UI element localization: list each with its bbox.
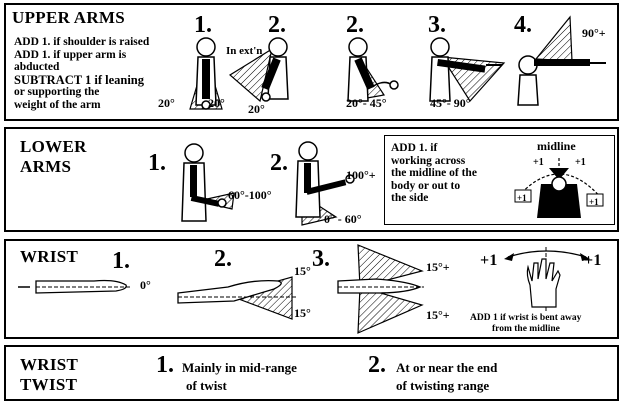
wrist-twist-score-1: 1. (156, 352, 174, 378)
wrist-twist-desc-2-line2: of twisting range (396, 378, 490, 393)
upper-arms-score-4: 4. (514, 12, 532, 38)
midline-plus-left: +1 (533, 157, 544, 168)
wrist-angle-1: 0° (140, 278, 151, 292)
wrist-angle-3b: 15°+ (426, 308, 450, 322)
lower-arms-note-line1: ADD 1. if (391, 142, 438, 154)
lower-arm-extended-figure (295, 141, 355, 226)
wrist-twist-desc-1: Mainly in mid-range of twist (182, 359, 297, 395)
upper-arms-score-3: 3. (428, 12, 446, 38)
wrist-deviation-figure (504, 247, 590, 313)
lower-arms-title-line2: ARMS (20, 157, 72, 176)
wrist-note-line1: ADD 1 if wrist is bent away (470, 313, 582, 323)
lower-arm-angle-1: 60°-100° (228, 188, 272, 202)
wrist-twist-score-2: 2. (368, 352, 386, 378)
upper-arms-note-line5: or supporting the (14, 86, 100, 98)
lower-arm-neutral-figure (181, 143, 235, 222)
lower-arms-note-line2: working across (391, 154, 466, 167)
upper-arm-overhead-figure (517, 15, 606, 106)
lower-arms-note-box: ADD 1. if working across the midline of … (384, 135, 615, 225)
wrist-angle-2b: 15° (294, 306, 311, 320)
upper-arm-angle-2b: 20°- 45° (346, 96, 387, 110)
upper-arms-title: UPPER ARMS (12, 8, 126, 27)
wrist-angle-3a: 15°+ (426, 260, 450, 274)
upper-arms-note-line2: ADD 1. if upper arm is (14, 48, 127, 61)
lower-arm-angle-2b: 0° - 60° (324, 212, 362, 226)
lower-arm-angle-2a: 100°+ (346, 168, 376, 182)
upper-arm-raised-figure (429, 37, 506, 102)
wrist-score-2: 2. (214, 246, 232, 272)
lower-arms-title-line1: LOWER (20, 137, 87, 156)
upper-arm-neutral-figure (189, 37, 223, 110)
upper-arms-score-2b: 2. (346, 12, 364, 38)
midline-label: midline (537, 139, 576, 153)
wrist-twist-title-line1: WRIST (20, 355, 79, 374)
wrist-score-1: 1. (112, 248, 130, 274)
wrist-plus-left: +1 (480, 252, 498, 269)
wrist-15-figure (177, 276, 298, 320)
wrist-title: WRIST (20, 247, 79, 266)
upper-arm-angle-4: 90°+ (582, 26, 606, 40)
lower-arms-score-1: 1. (148, 150, 166, 176)
wrist-plus-right: +1 (584, 252, 602, 269)
upper-arms-note-line6: weight of the arm (14, 98, 101, 111)
upper-arms-panel: UPPER ARMS ADD 1. if shoulder is raised … (4, 3, 619, 121)
wrist-twist-panel: WRIST TWIST 1. Mainly in mid-range of tw… (4, 345, 619, 401)
upper-arm-angle-1a: 20° (158, 96, 175, 110)
wrist-twist-desc-2: At or near the end of twisting range (396, 359, 497, 395)
midline-plus-right: +1 (575, 157, 586, 168)
wrist-note: ADD 1 if wrist is bent away from the mid… (470, 313, 618, 335)
upper-arm-angle-1b: 20° (208, 96, 225, 110)
wrist-15-plus-figure (337, 244, 424, 334)
upper-arms-note-line4: SUBTRACT 1 if leaning (14, 72, 145, 87)
wrist-note-line2: from the midline (492, 324, 560, 334)
upper-arms-note-line1: ADD 1. if shoulder is raised (14, 36, 150, 48)
lower-arms-panel: LOWER ARMS 1. 2. 60°-100° 100°+ 0° - 60°… (4, 127, 619, 232)
wrist-twist-desc-2-line1: At or near the end (396, 360, 498, 375)
lower-arms-note: ADD 1. if working across the midline of … (391, 142, 511, 205)
upper-arms-note: ADD 1. if shoulder is raised ADD 1. if u… (14, 36, 194, 111)
wrist-panel: WRIST 1. 2. 3. 0° 15° 15° 15°+ 15°+ +1 +… (4, 239, 619, 339)
wrist-twist-desc-1-line2: of twist (186, 378, 227, 393)
wrist-neutral-figure (18, 279, 132, 294)
upper-arm-angle-3: 45°- 90° (430, 96, 471, 110)
lower-arms-note-line4: body or out to (391, 179, 461, 192)
wrist-angle-2a: 15° (294, 264, 311, 278)
upper-arm-extension-figure (228, 37, 289, 103)
midline-box-plus-right: +1 (589, 197, 599, 207)
wrist-twist-desc-1-line1: Mainly in mid-range (182, 360, 297, 375)
lower-arms-note-line5: the side (391, 192, 429, 204)
upper-arm-flexion-figure (347, 37, 399, 102)
midline-figure (514, 158, 604, 218)
upper-arms-score-1: 1. (194, 12, 212, 38)
upper-arms-score-2a: 2. (268, 12, 286, 38)
lower-arms-note-line3: the midline of the (391, 167, 477, 179)
wrist-score-3: 3. (312, 246, 330, 272)
upper-arm-angle-2a: 20° (248, 102, 265, 116)
upper-arms-note-line3: abducted (14, 61, 60, 73)
lower-arms-score-2: 2. (270, 150, 288, 176)
in-extension-label: In ext'n (226, 45, 263, 57)
wrist-twist-title-line2: TWIST (20, 375, 78, 394)
midline-box-plus-left: +1 (517, 193, 527, 203)
